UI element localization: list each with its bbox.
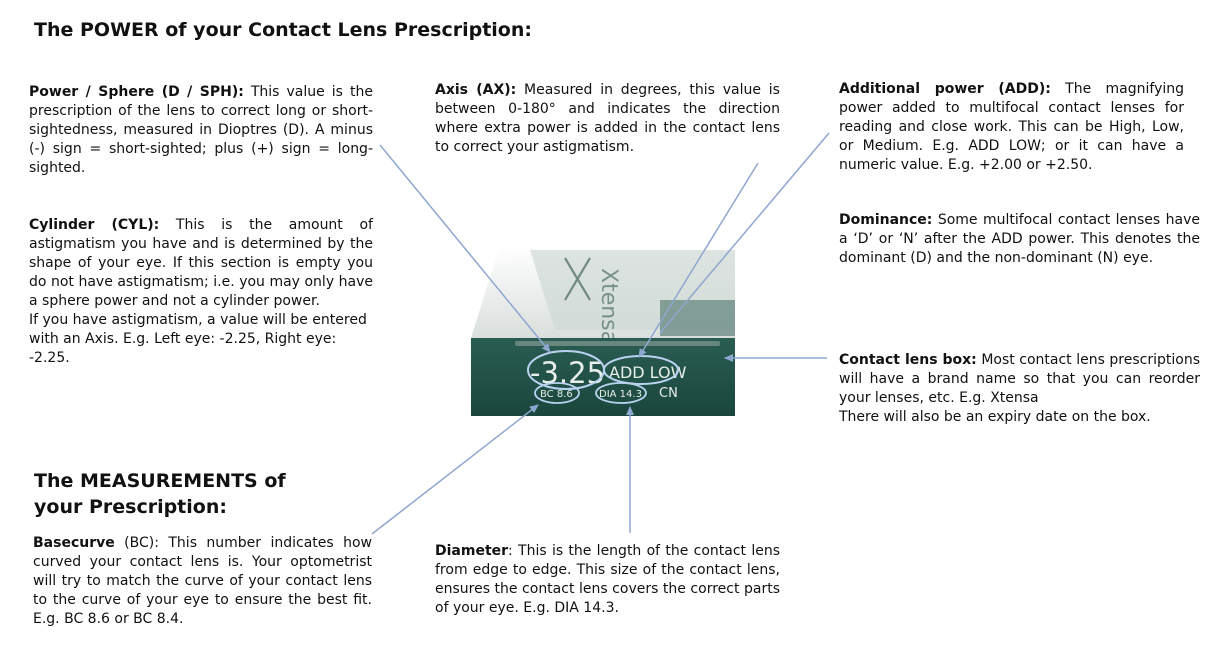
- sphere-term: Power / Sphere (D / SPH):: [29, 84, 244, 100]
- brand-watermark: Xtensa: [596, 268, 621, 344]
- lens-box-slot: [515, 341, 720, 346]
- sphere-arrow: [379, 144, 551, 353]
- axis-arrow: [638, 162, 759, 358]
- bc-value: BC 8.6: [540, 389, 573, 400]
- dia-callout-ring: [595, 382, 647, 404]
- cylinder-term: Cylinder (CYL):: [29, 217, 160, 233]
- diameter-term: Diameter: [435, 543, 509, 559]
- box-extra: There will also be an expiry date on the…: [839, 409, 1151, 425]
- add-term: Additional power (ADD):: [839, 81, 1051, 97]
- dominance-value: CN: [659, 386, 678, 401]
- axis-term: Axis (AX):: [435, 82, 517, 98]
- lens-box-front: [471, 338, 735, 416]
- cylinder-block: Cylinder (CYL): This is the amount of as…: [29, 216, 373, 368]
- basecurve-arrow: [371, 404, 539, 535]
- axis-block: Axis (AX): Measured in degrees, this val…: [435, 81, 780, 157]
- box-body: Most contact lens prescriptions will hav…: [839, 352, 1200, 406]
- add-arrow: [659, 132, 830, 334]
- diameter-body: : This is the length of the contact lens…: [435, 543, 780, 616]
- power-heading: The POWER of your Contact Lens Prescript…: [34, 19, 532, 41]
- diameter-block: Diameter: This is the length of the cont…: [435, 542, 780, 618]
- axis-body: Measured in degrees, this value is betwe…: [435, 82, 780, 155]
- dominance-body: Some multifocal contact lenses have a ‘D…: [839, 212, 1200, 266]
- basecurve-term: Basecurve: [33, 535, 115, 551]
- bc-callout-ring: [534, 382, 580, 404]
- box-block: Contact lens box: Most contact lens pres…: [839, 351, 1200, 427]
- add-value: ADD LOW: [609, 363, 687, 382]
- xtensa-logo-icon: Xtensa: [564, 257, 621, 344]
- box-term: Contact lens box:: [839, 352, 977, 368]
- sphere-body: This value is the prescription of the le…: [29, 84, 373, 176]
- cylinder-body: This is the amount of astigmatism you ha…: [29, 217, 373, 309]
- callout-arrows: [371, 132, 830, 535]
- cylinder-extra: If you have astigmatism, a value will be…: [29, 312, 367, 366]
- add-block: Additional power (ADD): The magnifying p…: [839, 80, 1184, 175]
- dominance-block: Dominance: Some multifocal contact lense…: [839, 211, 1200, 268]
- lens-box: Xtensa -3.25 ADD LOW BC 8.6 DIA 14.3 CN: [471, 245, 735, 416]
- measurements-heading: The MEASUREMENTS of your Prescription:: [34, 470, 286, 518]
- sphere-block: Power / Sphere (D / SPH): This value is …: [29, 83, 373, 178]
- basecurve-body: (BC): This number indicates how curved y…: [33, 535, 372, 627]
- add-body: The magnifying power added to multifocal…: [839, 81, 1184, 173]
- basecurve-block: Basecurve (BC): This number indicates ho…: [33, 534, 372, 629]
- dominance-term: Dominance:: [839, 212, 933, 228]
- dia-value: DIA 14.3: [599, 389, 642, 400]
